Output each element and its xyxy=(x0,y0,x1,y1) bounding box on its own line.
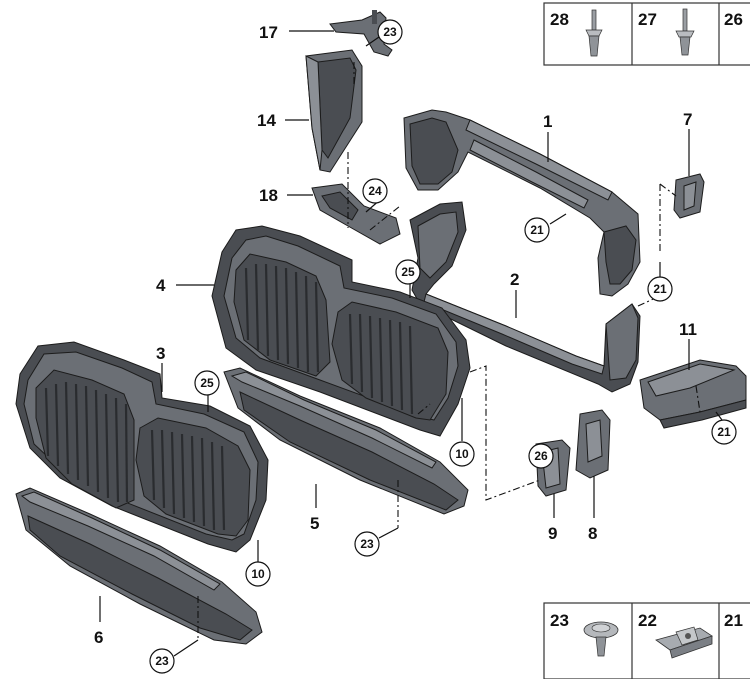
svg-text:21: 21 xyxy=(717,425,731,439)
air-duct-14 xyxy=(305,49,363,173)
svg-text:23: 23 xyxy=(155,654,169,668)
bracket-11 xyxy=(639,359,747,429)
callout-14: 14 xyxy=(257,111,276,130)
svg-text:26: 26 xyxy=(534,449,548,463)
svg-text:25: 25 xyxy=(200,376,214,390)
callout-4: 4 xyxy=(156,276,166,295)
circled-callout-10-upper: 10 xyxy=(449,441,475,467)
callout-5: 5 xyxy=(310,514,319,533)
callout-3: 3 xyxy=(156,344,165,363)
circled-callout-23-bottom: 23 xyxy=(149,648,175,674)
svg-text:21: 21 xyxy=(530,223,544,237)
svg-text:10: 10 xyxy=(455,447,469,461)
circled-callout-23-middle: 23 xyxy=(354,531,380,557)
fastener-21-label: 21 xyxy=(724,611,743,630)
circled-callout-25-lower: 25 xyxy=(194,370,220,396)
callout-17: 17 xyxy=(259,23,278,42)
circled-callout-21-seal: 21 xyxy=(647,276,673,302)
callout-11: 11 xyxy=(679,320,697,339)
fastener-22-label: 22 xyxy=(638,611,657,630)
svg-text:23: 23 xyxy=(360,537,374,551)
seal-7 xyxy=(673,173,705,219)
circled-callout-21-bracket: 21 xyxy=(711,419,737,445)
grille-4-slats xyxy=(244,263,414,415)
circled-callout-26: 26 xyxy=(528,443,554,469)
circled-callout-21-carrier: 21 xyxy=(524,217,550,243)
bracket-18 xyxy=(311,183,401,245)
svg-text:21: 21 xyxy=(653,282,667,296)
circled-callout-23-top: 23 xyxy=(377,19,403,45)
air-deflector-6 xyxy=(15,487,263,645)
upper-carrier-1 xyxy=(403,109,641,297)
callout-9: 9 xyxy=(548,524,557,543)
svg-text:24: 24 xyxy=(368,184,382,198)
callout-1: 1 xyxy=(543,112,552,131)
circled-callout-10-lower: 10 xyxy=(245,561,271,587)
fastener-28-label: 28 xyxy=(550,10,569,29)
svg-text:23: 23 xyxy=(383,25,397,39)
push-clip-23-icon xyxy=(583,621,619,657)
bracket-17 xyxy=(329,10,393,57)
lower-carrier-2 xyxy=(409,201,641,393)
svg-text:25: 25 xyxy=(401,265,415,279)
svg-text:10: 10 xyxy=(251,567,265,581)
callout-6: 6 xyxy=(94,628,103,647)
callout-7: 7 xyxy=(683,110,692,129)
fastener-box-top: 28 27 26 xyxy=(543,2,750,66)
fastener-box-bottom: 23 22 21 xyxy=(543,602,750,679)
circled-callout-24: 24 xyxy=(362,178,388,204)
kidney-grille-3 xyxy=(15,341,269,553)
fastener-26-label: 26 xyxy=(724,10,743,29)
rivet-27-icon xyxy=(675,8,695,56)
fastener-27-label: 27 xyxy=(638,10,657,29)
circled-callout-25-upper: 25 xyxy=(395,259,421,285)
air-deflector-5 xyxy=(223,367,469,515)
callout-18: 18 xyxy=(259,186,278,205)
bracket-8 xyxy=(575,409,611,479)
callout-8: 8 xyxy=(588,524,597,543)
fastener-23-label: 23 xyxy=(550,611,569,630)
callout-2: 2 xyxy=(510,270,519,289)
grille-3-slats xyxy=(44,381,226,531)
spring-nut-22-icon xyxy=(655,626,713,659)
rivet-28-icon xyxy=(585,9,603,57)
kidney-grille-4 xyxy=(211,225,471,437)
